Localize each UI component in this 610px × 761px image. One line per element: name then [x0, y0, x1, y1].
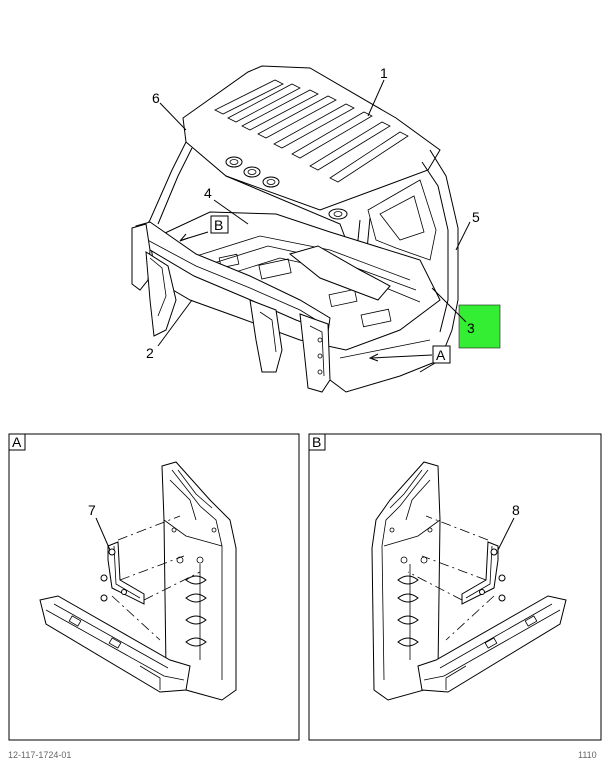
- callout-2: 2: [146, 345, 154, 361]
- slot-icon: [185, 593, 207, 603]
- slot-icon: [397, 637, 419, 647]
- highlight-box-3: [458, 304, 501, 349]
- slot-icon: [397, 593, 419, 603]
- roof-light-icon: [328, 208, 348, 220]
- callout-6: 6: [152, 90, 160, 106]
- callout-8: 8: [512, 502, 520, 518]
- roof-light-icon: [243, 166, 261, 178]
- slot-icon: [185, 615, 207, 625]
- slot-icon: [397, 575, 419, 585]
- slot-icon: [185, 575, 207, 585]
- bracket-7: [107, 541, 145, 605]
- callout-7: 7: [88, 502, 96, 518]
- slot-icon: [185, 637, 207, 647]
- detail-panel-b: B 8: [308, 433, 602, 741]
- roof-light-icon: [262, 176, 280, 188]
- view-ref-b-box: [210, 215, 229, 234]
- callout-5: 5: [472, 209, 480, 225]
- cab-assembly: [131, 65, 459, 393]
- panel-b-label: B: [312, 434, 321, 450]
- bracket-8: [461, 541, 499, 605]
- callout-3: 3: [467, 320, 475, 336]
- detail-panel-a: A 7: [8, 433, 300, 741]
- roof-ribs: [214, 79, 409, 183]
- view-ref-a-box: [432, 345, 451, 364]
- callout-1: 1: [380, 65, 388, 81]
- panel-a-label: A: [12, 434, 22, 450]
- footer-drawing-number: 12-117-1724-01: [8, 750, 71, 760]
- view-ref-a: A: [436, 347, 446, 363]
- callout-4: 4: [204, 185, 212, 201]
- slot-icon: [397, 615, 419, 625]
- roof-light-icon: [225, 156, 243, 168]
- view-ref-b: B: [214, 217, 223, 233]
- footer-revision: 1110: [578, 750, 597, 760]
- leader-lines: [157, 79, 471, 362]
